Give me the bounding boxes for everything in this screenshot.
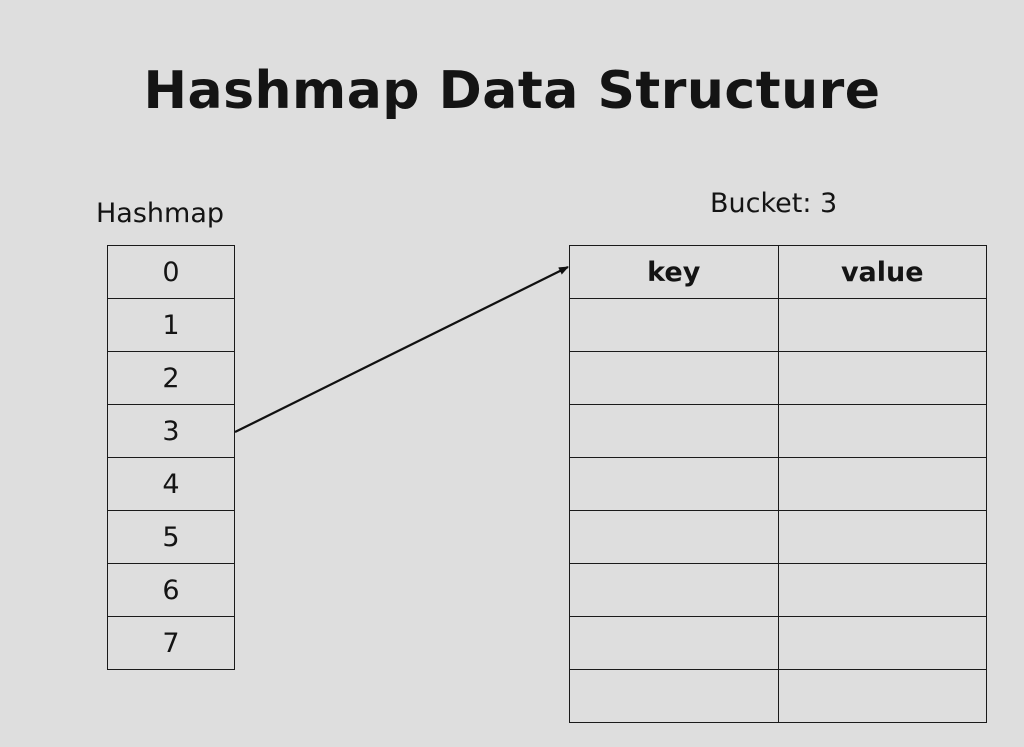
bucket-value-cell [777, 351, 987, 405]
hashmap-index-cell: 4 [107, 457, 235, 511]
bucket-key-cell [569, 510, 779, 564]
bucket-key-cell [569, 616, 779, 670]
hashmap-index-cell: 7 [107, 616, 235, 670]
bucket-row [569, 404, 987, 458]
hashmap-row: 6 [107, 563, 235, 617]
bucket-header-row: key value [569, 245, 987, 299]
bucket-value-cell [777, 457, 987, 511]
hashmap-index-cell: 2 [107, 351, 235, 405]
bucket-table: key value [569, 245, 987, 723]
bucket-value-cell [777, 563, 987, 617]
bucket-row [569, 669, 987, 723]
hashmap-row: 7 [107, 616, 235, 670]
bucket-value-cell [777, 298, 987, 352]
hashmap-index-cell: 6 [107, 563, 235, 617]
hashmap-row: 4 [107, 457, 235, 511]
bucket-row [569, 616, 987, 670]
hashmap-row: 3 [107, 404, 235, 458]
hashmap-table: 0 1 2 3 4 5 6 7 [107, 245, 235, 670]
bucket-key-cell [569, 457, 779, 511]
bucket-value-cell [777, 669, 987, 723]
bucket-key-cell [569, 563, 779, 617]
bucket-key-header: key [569, 245, 779, 299]
bucket-value-cell [777, 404, 987, 458]
bucket-row [569, 298, 987, 352]
hashmap-label: Hashmap [96, 198, 225, 229]
bucket-key-cell [569, 298, 779, 352]
hashmap-row: 5 [107, 510, 235, 564]
hashmap-index-cell: 3 [107, 404, 235, 458]
hashmap-index-cell: 5 [107, 510, 235, 564]
hashmap-row: 2 [107, 351, 235, 405]
bucket-key-cell [569, 351, 779, 405]
bucket-row [569, 457, 987, 511]
bucket-row [569, 563, 987, 617]
bucket-key-cell [569, 404, 779, 458]
bucket-key-cell [569, 669, 779, 723]
bucket-row [569, 510, 987, 564]
hashmap-row: 0 [107, 245, 235, 299]
hashmap-index-cell: 0 [107, 245, 235, 299]
page-title: Hashmap Data Structure [143, 61, 881, 121]
hashmap-index-cell: 1 [107, 298, 235, 352]
bucket-value-cell [777, 616, 987, 670]
arrow-line [234, 266, 569, 433]
bucket-label: Bucket: 3 [710, 188, 838, 219]
bucket-value-header: value [777, 245, 987, 299]
bucket-row [569, 351, 987, 405]
bucket-value-cell [777, 510, 987, 564]
hashmap-row: 1 [107, 298, 235, 352]
